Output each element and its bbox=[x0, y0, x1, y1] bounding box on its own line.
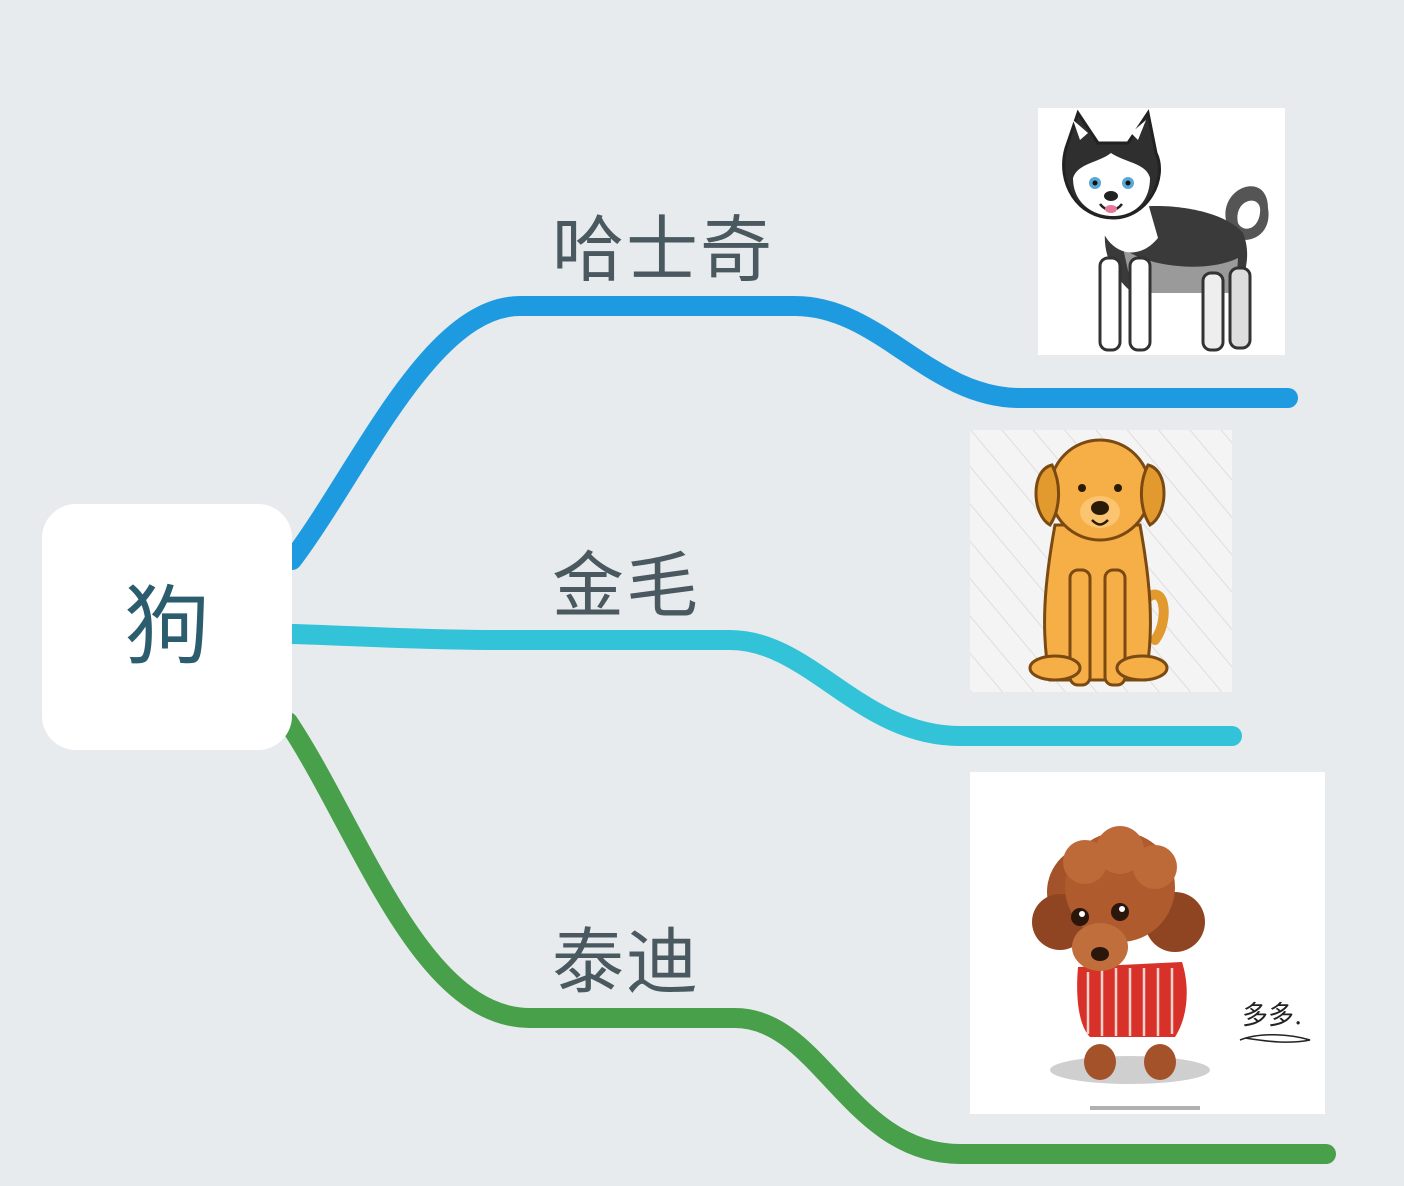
golden-retriever-illustration-icon bbox=[970, 430, 1232, 692]
golden-retriever-image[interactable] bbox=[970, 430, 1232, 692]
husky-illustration-icon bbox=[1062, 109, 1269, 352]
branch-label-golden[interactable]: 金毛 bbox=[552, 544, 701, 628]
teddy-poodle-illustration-icon: 多多. bbox=[1032, 826, 1311, 1110]
central-topic[interactable]: 狗 bbox=[42, 504, 292, 750]
teddy-poodle-image[interactable]: 多多. bbox=[970, 772, 1325, 1114]
central-topic-label: 狗 bbox=[124, 577, 210, 677]
branch-line-golden bbox=[282, 624, 1242, 746]
husky-image[interactable] bbox=[1038, 108, 1285, 355]
branch-line-husky bbox=[282, 296, 1298, 570]
branch-label-teddy[interactable]: 泰迪 bbox=[552, 920, 701, 1004]
branch-label-husky[interactable]: 哈士奇 bbox=[552, 208, 775, 292]
teddy-signature: 多多. bbox=[1242, 1001, 1302, 1031]
branch-line-teddy bbox=[278, 712, 1336, 1164]
